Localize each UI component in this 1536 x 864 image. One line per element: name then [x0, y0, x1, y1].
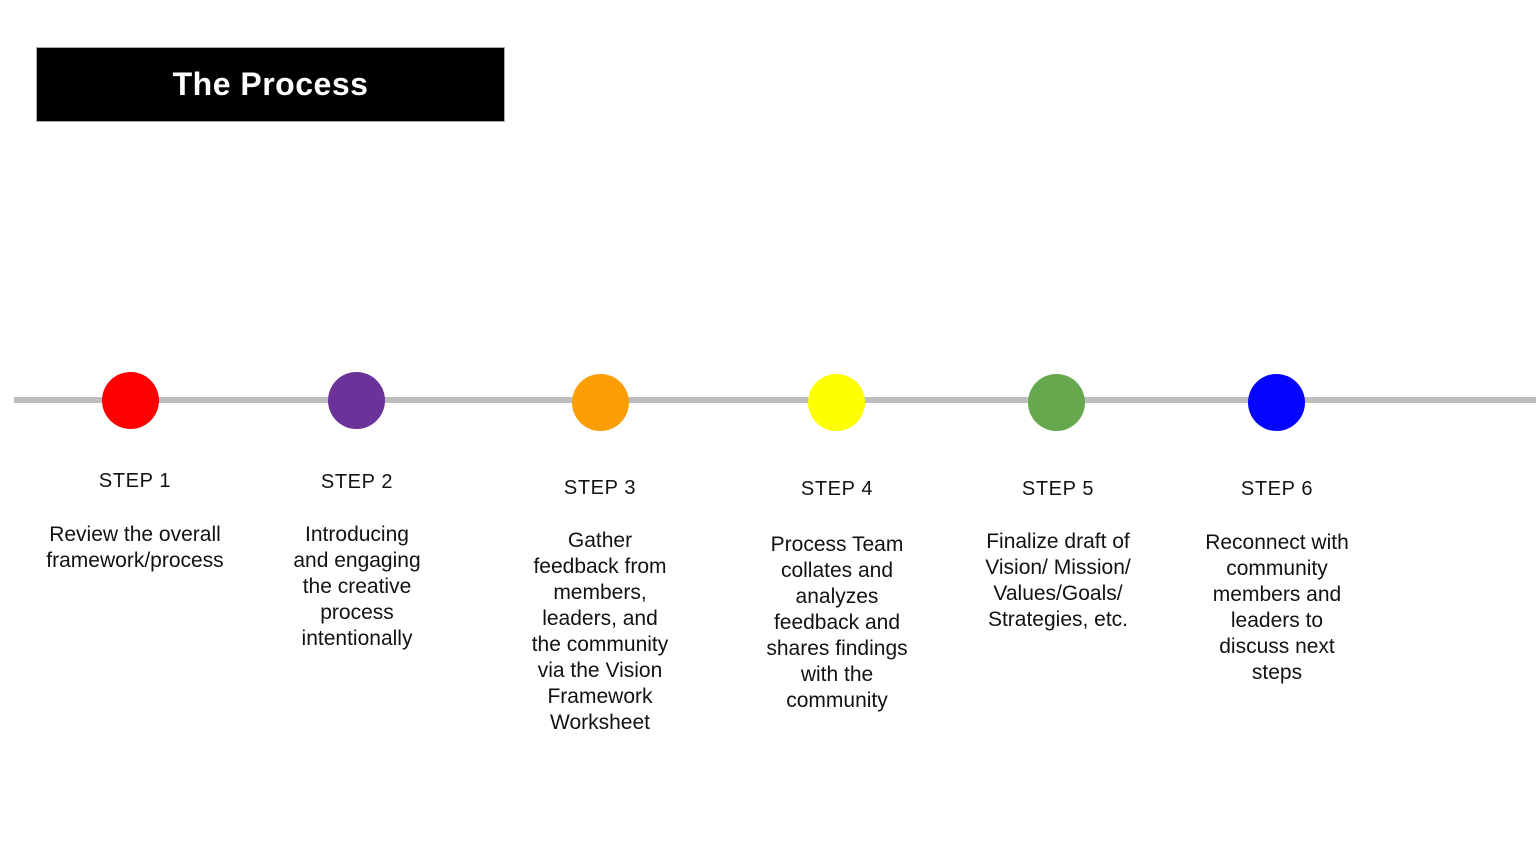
step-3-circle	[572, 374, 629, 431]
step-5-description: Finalize draft of Vision/ Mission/ Value…	[985, 530, 1131, 631]
step-5-column: STEP 5 Finalize draft of Vision/ Mission…	[938, 479, 1178, 633]
page-title: The Process	[172, 66, 369, 102]
step-2-description: Introducing and engaging the creative pr…	[293, 523, 421, 650]
step-6-circle	[1248, 374, 1305, 431]
step-1-circle	[102, 372, 159, 429]
title-box: The Process	[36, 47, 505, 122]
step-1-description: Review the overall framework/process	[46, 523, 224, 572]
step-3-column: STEP 3 Gather feedback from members, lea…	[480, 478, 720, 736]
step-2-column: STEP 2 Introducing and engaging the crea…	[237, 472, 477, 652]
step-1-label: STEP 1	[98, 470, 172, 492]
step-4-circle	[808, 374, 865, 431]
step-4-column: STEP 4 Process Team collates and analyze…	[717, 479, 957, 714]
step-5-label: STEP 5	[1021, 478, 1095, 500]
step-5-circle	[1028, 374, 1085, 431]
step-4-label: STEP 4	[800, 478, 874, 500]
step-3-label: STEP 3	[563, 477, 637, 499]
step-4-description: Process Team collates and analyzes feedb…	[766, 533, 908, 712]
step-6-description: Reconnect with community members and lea…	[1205, 531, 1349, 684]
step-6-column: STEP 6 Reconnect with community members …	[1157, 479, 1397, 686]
step-6-label: STEP 6	[1240, 478, 1314, 500]
step-2-circle	[328, 372, 385, 429]
step-2-label: STEP 2	[320, 471, 394, 493]
step-3-description: Gather feedback from members, leaders, a…	[531, 529, 669, 734]
timeline-line	[14, 397, 1536, 403]
step-1-column: STEP 1 Review the overall framework/proc…	[15, 471, 255, 574]
